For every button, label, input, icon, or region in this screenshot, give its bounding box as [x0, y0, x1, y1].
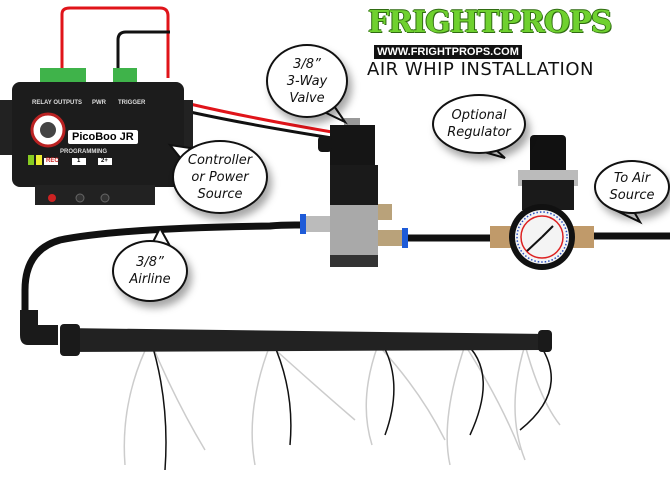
logo-url: WWW.FRIGHTPROPS.COM: [374, 45, 522, 59]
callout-line: Optional: [451, 108, 507, 123]
callout-line: 3/8”: [293, 56, 321, 72]
logo-brand: FRIGHTPROPS: [368, 5, 612, 40]
callout-line: Source: [609, 188, 655, 203]
air-whips: [123, 337, 561, 471]
controller-name: PicoBoo JR: [68, 130, 138, 144]
regulator-callout: Optional Regulator: [432, 94, 526, 154]
callout-line: Valve: [289, 90, 325, 106]
trigger-label: TRIGGER: [118, 100, 146, 106]
programming-label: PROGRAMMING: [60, 149, 107, 155]
regulator: [490, 135, 594, 270]
air-source-callout: To Air Source: [594, 160, 670, 214]
button-1-label: 1: [77, 158, 81, 164]
black-wire-to-valve: [189, 110, 333, 140]
airline-callout: 3/8” Airline: [112, 240, 188, 302]
valve-callout: 3/8” 3-Way Valve: [266, 44, 348, 118]
controller-callout: Controller or Power Source: [172, 140, 268, 214]
red-wire-to-valve: [189, 102, 333, 134]
callout-line: Source: [197, 186, 243, 202]
airline-inlet: [21, 221, 333, 310]
page-title: AIR WHIP INSTALLATION: [367, 59, 595, 80]
callout-line: 3/8”: [136, 255, 164, 270]
three-way-valve: [300, 118, 408, 267]
relay-outputs-label: RELAY OUTPUTS: [32, 100, 83, 106]
callout-line: To Air: [613, 171, 651, 186]
button-2-label: 2+: [101, 158, 108, 164]
rec-button-label: REC: [46, 158, 59, 164]
callout-line: Regulator: [447, 125, 511, 140]
callout-line: Controller: [187, 152, 253, 168]
black-wire: [116, 30, 170, 70]
callout-line: 3-Way: [286, 73, 328, 89]
callout-line: or Power: [191, 169, 249, 185]
controller: [0, 68, 193, 205]
whip-manifold-tube: [20, 310, 552, 356]
red-wire-loop: [60, 6, 170, 78]
frightprops-logo: FRIGHTPROPS WWW.FRIGHTPROPS.COM: [368, 5, 612, 59]
callout-line: Airline: [129, 272, 171, 287]
pwr-label: PWR: [92, 100, 106, 106]
